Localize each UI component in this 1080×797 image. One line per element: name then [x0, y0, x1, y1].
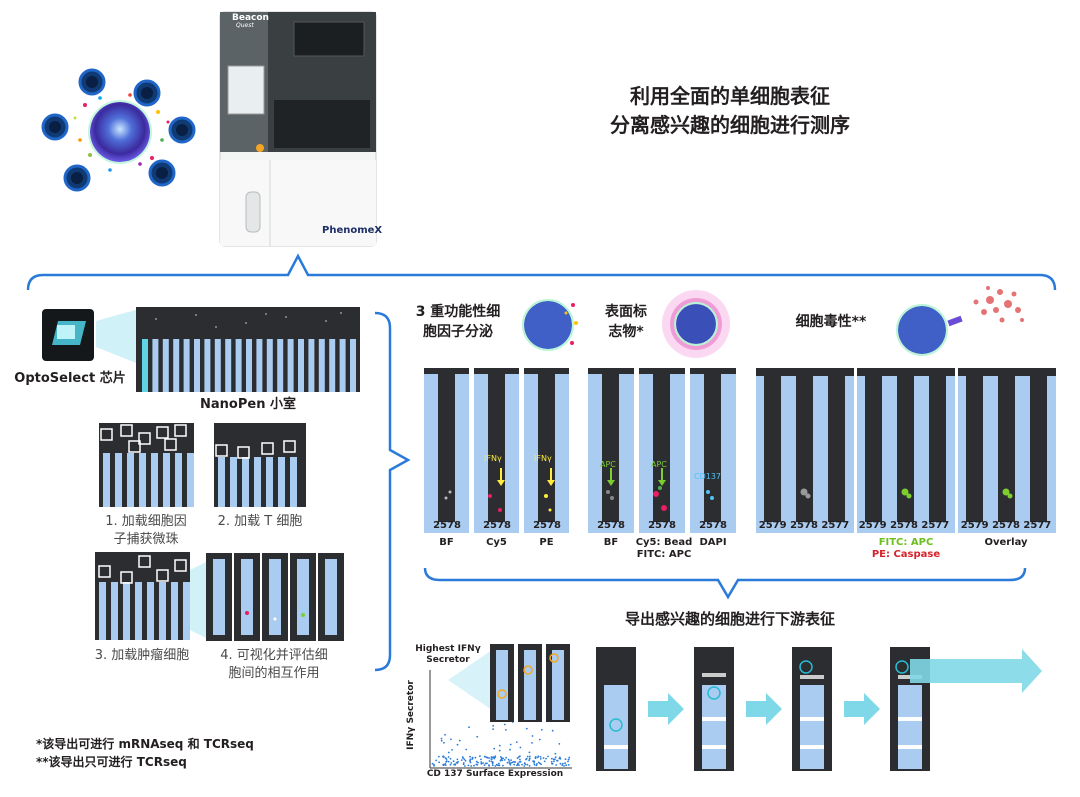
g2-id-3: 2578 [699, 520, 727, 531]
group3-tiles [756, 368, 1056, 537]
g2-id-2: 2578 [648, 520, 676, 531]
nanopen-chamber [173, 339, 180, 392]
page-title-line2: 分离感兴趣的细胞进行测序 [610, 113, 850, 137]
nanopen-chamber [204, 339, 211, 392]
highest-label-line2: Secretor [426, 655, 470, 665]
g2-mark-apc: APC [600, 460, 616, 469]
g1-mark-cy5: IFNγ [484, 454, 502, 463]
nanopen-chamber [318, 339, 325, 392]
export-title: 导出感兴趣的细胞进行下游表征 [624, 610, 835, 628]
nanopen-chamber [162, 339, 169, 392]
step3-label: 3. 加载肿瘤细胞 [94, 648, 190, 663]
footnote-2: **该导出只可进行 TCRseq [36, 755, 187, 769]
g2-label-cy5: Cy5: Bead [635, 537, 693, 548]
nanopen-chamber [339, 339, 346, 392]
nanopen-chamber [142, 339, 148, 392]
nanopen-chamber [235, 339, 242, 392]
g2-mark-cd137: CD137 [694, 472, 722, 481]
g2-mark-apc-2: APC [651, 460, 667, 469]
cell-cluster-illustration [41, 68, 196, 192]
nanopen-chamber [194, 339, 200, 392]
highest-label-line1: Highest IFNγ [415, 644, 481, 654]
step1-line2: 子捕获微珠 [113, 532, 179, 547]
g3-label-pe: PE: Caspase [871, 549, 941, 560]
cytokine-cell-icon [522, 299, 578, 351]
page-title-line1: 利用全面的单细胞表征 [630, 84, 830, 108]
g3-ids-1: 2579 2578 2577 [758, 520, 850, 531]
step2-label: 2. 加载 T 细胞 [217, 514, 303, 529]
optoselect-chip-icon [42, 309, 94, 361]
nanopen-chamber [183, 339, 190, 392]
cytokine-heading-line2: 胞因子分泌 [423, 324, 493, 340]
surface-heading-line2: 志物* [608, 324, 644, 340]
g3-label-overlay: Overlay [984, 537, 1028, 548]
g2-label-bf: BF [603, 537, 619, 548]
group3-tiles-svg [756, 368, 1056, 533]
instrument-brand: Beacon [232, 13, 269, 23]
export-sequence [596, 647, 1042, 771]
nanopen-chamber [329, 339, 336, 392]
step4-line1: 4. 可视化并评估细 [220, 648, 328, 663]
g3-ids-3: 2579 2578 2577 [960, 520, 1052, 531]
g1-label-pe: PE [539, 537, 554, 548]
g2-label-dapi: DAPI [699, 537, 727, 548]
group1-tiles [424, 368, 569, 537]
g1-id-2: 2578 [483, 520, 511, 531]
step1-line1: 1. 加载细胞因 [105, 514, 187, 529]
nanopen-chamber [277, 339, 284, 392]
step1-tile [99, 423, 194, 507]
g2-label-fitc: FITC: APC [636, 549, 692, 560]
g1-label-bf: BF [439, 537, 454, 548]
step4-line2: 胞间的相互作用 [228, 666, 320, 681]
g1-mark-pe: IFNγ [534, 454, 552, 463]
scatter-plot [429, 644, 572, 769]
nanopen-chamber [350, 339, 356, 392]
step3-tile [95, 552, 190, 640]
group2-tiles-svg [588, 368, 736, 533]
surface-marker-cell-icon [662, 290, 730, 358]
g1-id-3: 2578 [533, 520, 561, 531]
step2-tile [214, 423, 306, 507]
chip-label: OptoSelect 芯片 [14, 371, 126, 386]
nanopen-chamber [287, 339, 294, 392]
footnote-1: *该导出可进行 mRNAseq 和 TCRseq [36, 737, 254, 751]
scatter-x-axis: CD 137 Surface Expression [426, 769, 564, 779]
nanopen-chamber [266, 339, 273, 392]
g3-ids-2: 2579 2578 2577 [858, 520, 950, 531]
g3-label-fitc: FITC: APC [878, 537, 934, 548]
surface-heading-line1: 表面标 [605, 304, 647, 320]
scatter-y-axis: IFNγ Secretor [406, 680, 416, 750]
nanopen-chamber [298, 339, 304, 392]
group1-tiles-svg [424, 368, 569, 533]
instrument-model: Quest [236, 22, 254, 29]
nanopen-chamber [214, 339, 221, 392]
chip-zoom-beam [96, 307, 146, 367]
nanopen-chamber [152, 339, 159, 392]
g1-id-1: 2578 [433, 520, 461, 531]
nanopen-chamber [308, 339, 315, 392]
nanopen-chamber [256, 339, 263, 392]
beacon-quest-instrument [219, 11, 377, 247]
cytotox-cell-icon [896, 286, 1024, 356]
g2-id-1: 2578 [597, 520, 625, 531]
nanopen-chamber [246, 339, 252, 392]
g1-label-cy5: Cy5 [486, 537, 507, 548]
step4-zoom-beam [190, 560, 210, 640]
nanopen-strip [136, 307, 360, 392]
step4-tiles [206, 553, 344, 641]
cytotox-heading: 细胞毒性** [795, 314, 867, 330]
cytokine-heading-line1: 3 重功能性细 [415, 304, 501, 320]
instrument-logo: PhenomeX [322, 225, 383, 236]
nanopen-chamber [225, 339, 232, 392]
nanopen-label: NanoPen 小室 [200, 397, 296, 412]
group2-tiles [588, 368, 738, 537]
